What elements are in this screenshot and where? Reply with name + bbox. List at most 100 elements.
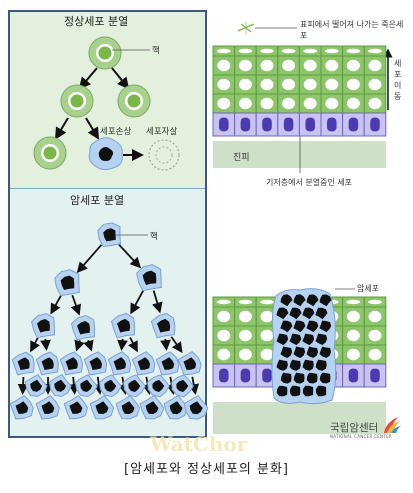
tumor-cell-nucleus: [276, 333, 289, 346]
cancer-cell: [147, 374, 170, 398]
nucleus-label: 핵: [152, 46, 160, 56]
surface-cell: [212, 296, 236, 308]
normal-division-title: 정상세포 분열: [64, 15, 129, 28]
tumor-cell-nucleus: [302, 307, 315, 320]
tumor-cell-nucleus: [289, 307, 302, 320]
cancer-cell: [115, 394, 141, 420]
tumor-cell-nucleus: [280, 294, 293, 307]
tumor-cell-nucleus: [315, 385, 327, 397]
logo-subtitle: NATIONAL CANCER CENTER: [330, 434, 392, 439]
cancer-cell: [9, 395, 34, 420]
apoptotic-cell: [148, 139, 180, 171]
dermis-label: 진피: [233, 153, 250, 163]
tumor-cell-nucleus: [319, 346, 331, 358]
epidermal-cell: [255, 74, 279, 95]
tumor-cell-nucleus: [319, 320, 332, 333]
cancer-cell: [136, 264, 162, 292]
surface-cell: [320, 45, 344, 57]
epidermal-cell: [234, 344, 257, 365]
damage-label: 세포손상: [100, 127, 132, 137]
surface-cell: [342, 45, 365, 57]
cancer-cell: [107, 351, 132, 376]
cancer-cell: [139, 394, 165, 420]
epidermal-cell: [363, 344, 387, 365]
cancer-cell: [11, 351, 35, 376]
surface-cell: [234, 45, 257, 57]
surface-cell: [255, 45, 279, 57]
basal-label: 기저층에서 분열중인 세포: [266, 178, 353, 187]
tumor-cell-nucleus: [306, 346, 318, 358]
cancer-cell: [171, 374, 195, 398]
epidermal-cell: [363, 306, 387, 327]
division-arrow: [76, 244, 103, 274]
epidermal-cell: [234, 55, 257, 76]
basal-cell: [320, 112, 344, 137]
tumor-cell-nucleus: [276, 359, 288, 371]
cancer-cell: [74, 374, 98, 398]
normal-cell: [88, 36, 122, 70]
tumor-mass: [271, 288, 337, 405]
cancer-cell-label: 암세포: [357, 284, 380, 293]
cancer-nucleus-label: 핵: [150, 232, 158, 242]
surface-cell: [342, 296, 365, 308]
cancer-division-title: 암세포 분열: [70, 194, 125, 207]
epidermal-cell: [320, 93, 344, 114]
tumor-cell-nucleus: [289, 385, 301, 397]
logo-name: 국립암센터: [330, 422, 379, 434]
surface-cell: [234, 296, 257, 308]
epidermal-cell: [255, 93, 279, 114]
epidermal-cell: [298, 55, 322, 76]
epidermal-cell: [363, 93, 387, 114]
tumor-cell-nucleus: [306, 372, 318, 384]
dermis-layer: [213, 402, 386, 434]
cancer-cell: [54, 269, 80, 297]
division-arrow: [83, 339, 94, 352]
basal-cell: [212, 363, 236, 388]
cancer-cell: [163, 394, 189, 420]
figure-caption: [암세포와 정상세포의 분화]: [124, 462, 289, 477]
shedding-cell: [237, 22, 255, 34]
division-arrow: [68, 376, 80, 395]
cancer-cell: [123, 374, 146, 398]
basal-cell: [363, 363, 387, 388]
basal-cell: [277, 112, 300, 137]
tumor-cell-nucleus: [293, 320, 306, 333]
epidermal-cell: [363, 55, 387, 76]
tumor-cell-nucleus: [289, 333, 302, 346]
division-arrow: [70, 294, 82, 316]
epidermal-cell: [363, 325, 387, 346]
epidermal-cell: [342, 93, 365, 114]
surface-cell: [363, 296, 387, 308]
epidermal-cell: [212, 55, 236, 76]
tumor-cell-nucleus: [280, 346, 293, 358]
tumor-cell-nucleus: [302, 385, 314, 397]
epidermal-cell: [320, 74, 344, 95]
tumor-cell-nucleus: [280, 372, 292, 384]
epidermal-cell: [342, 325, 365, 346]
basal-cell: [255, 112, 279, 137]
division-arrow: [17, 376, 29, 395]
division-arrow: [160, 338, 171, 351]
watermark: WatChor: [150, 432, 248, 456]
epidermal-cell: [342, 55, 365, 76]
basal-cell: [342, 363, 365, 388]
division-arrow: [74, 339, 85, 352]
cancer-cell: [97, 222, 121, 248]
epidermal-cell: [363, 74, 387, 95]
cancer-cell: [48, 374, 72, 397]
tumor-cell-nucleus: [280, 320, 293, 333]
normal-cell: [60, 84, 94, 118]
epidermal-cell: [234, 306, 257, 327]
surface-cell: [298, 45, 322, 57]
cancer-tissue-diagram: [212, 288, 387, 434]
tumor-cell-nucleus: [306, 294, 319, 307]
epidermal-cell: [212, 325, 236, 346]
epidermal-cell: [234, 325, 257, 346]
division-arrow: [93, 376, 105, 395]
basal-cell: [212, 112, 236, 137]
tumor-cell-nucleus: [293, 346, 306, 358]
tumor-cell-nucleus: [315, 307, 328, 320]
damaged-cell: [88, 137, 123, 171]
epidermal-cell: [277, 55, 300, 76]
